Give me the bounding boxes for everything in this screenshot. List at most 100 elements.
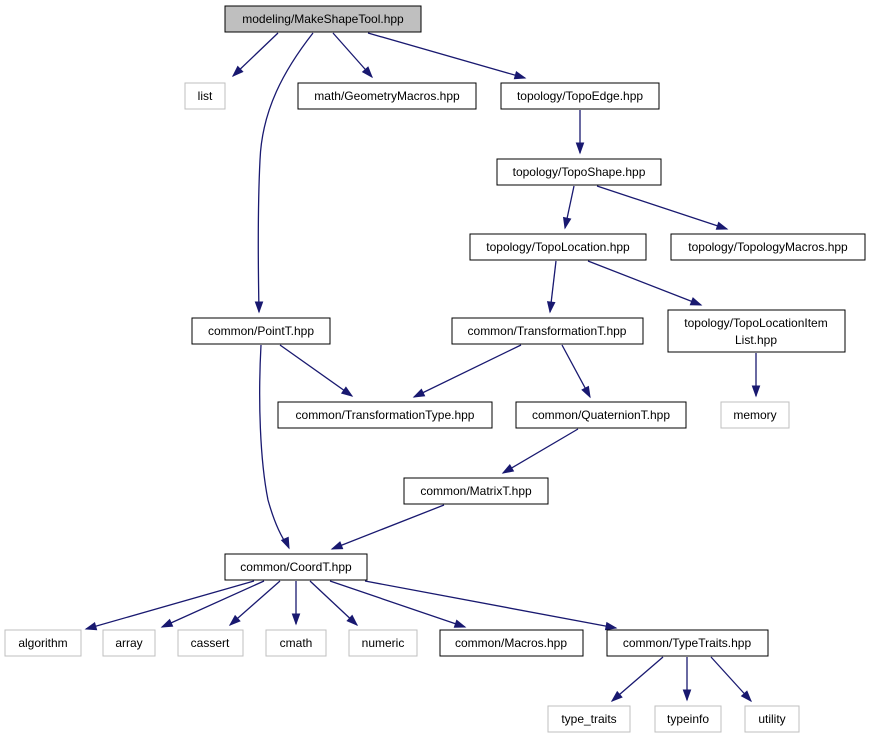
edge-line [85, 580, 255, 630]
node-transformation-type[interactable]: common/TransformationType.hpp [277, 401, 493, 429]
node-topo-location-item-list[interactable]: topology/TopoLocationItem List.hpp [667, 309, 846, 353]
node-coord-t[interactable]: common/CoordT.hpp [224, 553, 368, 581]
arrowhead-icon [231, 65, 244, 78]
arrowhead-icon [740, 690, 752, 703]
node-memory[interactable]: memory [720, 401, 790, 429]
arrowhead-icon [604, 621, 618, 631]
edge-line [413, 344, 522, 398]
edge-topo-location-to-topo-location-item-list [587, 260, 703, 306]
edge-line [257, 32, 314, 313]
edge-line [502, 428, 579, 474]
node-label: topology/TopoEdge.hpp [517, 89, 643, 103]
arrowhead-icon [501, 463, 515, 474]
arrowhead-icon [453, 619, 467, 628]
node-quaternion-t[interactable]: common/QuaternionT.hpp [515, 401, 687, 429]
arrowhead-icon [575, 142, 585, 155]
node-point-t[interactable]: common/PointT.hpp [191, 317, 331, 345]
arrowhead-icon [84, 621, 98, 631]
node-label: topology/TopoShape.hpp [513, 165, 646, 179]
edge-line [596, 185, 728, 230]
node-label: array [115, 636, 142, 650]
arrowhead-icon [610, 690, 623, 702]
edge-matrix-t-to-coord-t [330, 504, 445, 550]
edge-line [309, 580, 358, 626]
node-label: list [198, 89, 213, 103]
edge-topo-edge-to-topo-shape [575, 110, 585, 155]
node-utility[interactable]: utility [744, 705, 800, 733]
edge-transformation-t-to-quaternion-t [561, 344, 591, 399]
edge-line [161, 580, 265, 628]
arrowhead-icon [346, 614, 359, 627]
edge-topo-location-item-list-to-memory [751, 353, 761, 398]
node-label: common/PointT.hpp [208, 324, 314, 338]
arrowhead-icon [513, 70, 527, 80]
node-label: common/QuaternionT.hpp [532, 408, 670, 422]
edge-line [587, 260, 702, 306]
node-label: typeinfo [667, 712, 709, 726]
node-label: math/GeometryMacros.hpp [314, 89, 460, 103]
arrowhead-icon [412, 388, 426, 398]
node-array[interactable]: array [102, 629, 156, 657]
node-label: type_traits [561, 712, 616, 726]
node-type-traits[interactable]: type_traits [547, 705, 631, 733]
edge-quaternion-t-to-matrix-t [501, 428, 579, 474]
arrowhead-icon [689, 297, 703, 306]
edge-coord-t-to-cmath [291, 581, 301, 626]
arrowhead-icon [361, 66, 373, 79]
node-transformation-t[interactable]: common/TransformationT.hpp [451, 317, 644, 345]
edge-type-traits-hpp-to-typeinfo [682, 657, 692, 702]
node-cmath[interactable]: cmath [265, 629, 327, 657]
node-label: memory [733, 408, 776, 422]
arrowhead-icon [340, 386, 354, 397]
edge-line [259, 344, 290, 549]
arrowhead-icon [254, 301, 264, 314]
node-type-traits-hpp[interactable]: common/TypeTraits.hpp [606, 629, 769, 657]
node-matrix-t[interactable]: common/MatrixT.hpp [403, 477, 549, 505]
node-cassert[interactable]: cassert [177, 629, 244, 657]
edge-coord-t-to-array [160, 580, 265, 628]
node-topology-macros[interactable]: topology/TopologyMacros.hpp [670, 233, 866, 261]
arrowhead-icon [160, 618, 174, 628]
edge-make-shape-tool-to-topo-edge [367, 32, 527, 80]
node-common-macros[interactable]: common/Macros.hpp [439, 629, 584, 657]
edge-point-t-to-transformation-type [279, 344, 354, 397]
arrowhead-icon [546, 301, 556, 314]
node-label: cassert [191, 636, 230, 650]
edge-line [279, 344, 353, 397]
edge-coord-t-to-type-traits-hpp [364, 580, 618, 631]
node-list[interactable]: list [184, 82, 226, 110]
arrowhead-icon [682, 689, 692, 702]
edge-coord-t-to-cassert [228, 580, 281, 626]
node-topo-edge[interactable]: topology/TopoEdge.hpp [500, 82, 660, 110]
node-label: common/CoordT.hpp [240, 560, 352, 574]
node-label: numeric [362, 636, 405, 650]
node-numeric[interactable]: numeric [348, 629, 418, 657]
edge-line [611, 656, 664, 702]
node-label: modeling/MakeShapeTool.hpp [242, 12, 404, 26]
node-label: common/MatrixT.hpp [420, 484, 532, 498]
node-label: utility [758, 712, 785, 726]
node-topo-location[interactable]: topology/TopoLocation.hpp [469, 233, 647, 261]
edge-line [364, 580, 617, 629]
node-make-shape-tool[interactable]: modeling/MakeShapeTool.hpp [224, 5, 422, 33]
edge-topo-location-to-transformation-t [546, 260, 557, 314]
node-label-line2: List.hpp [735, 333, 777, 347]
edge-point-t-to-coord-t [259, 344, 290, 550]
arrowhead-icon [228, 614, 241, 626]
node-algorithm[interactable]: algorithm [4, 629, 82, 657]
node-geometry-macros[interactable]: math/GeometryMacros.hpp [297, 82, 477, 110]
edge-line [331, 504, 445, 550]
node-topo-shape[interactable]: topology/TopoShape.hpp [496, 158, 662, 186]
arrowhead-icon [581, 385, 591, 399]
node-label: topology/TopoLocation.hpp [486, 240, 630, 254]
arrowhead-icon [562, 216, 572, 230]
arrowhead-icon [291, 613, 301, 626]
edge-make-shape-tool-to-list [231, 32, 279, 78]
arrowhead-icon [751, 385, 761, 398]
node-typeinfo[interactable]: typeinfo [654, 705, 722, 733]
edge-coord-t-to-algorithm [84, 580, 255, 631]
edge-type-traits-hpp-to-type-traits [610, 656, 664, 702]
edge-line [367, 32, 526, 79]
edge-transformation-t-to-transformation-type [412, 344, 522, 398]
